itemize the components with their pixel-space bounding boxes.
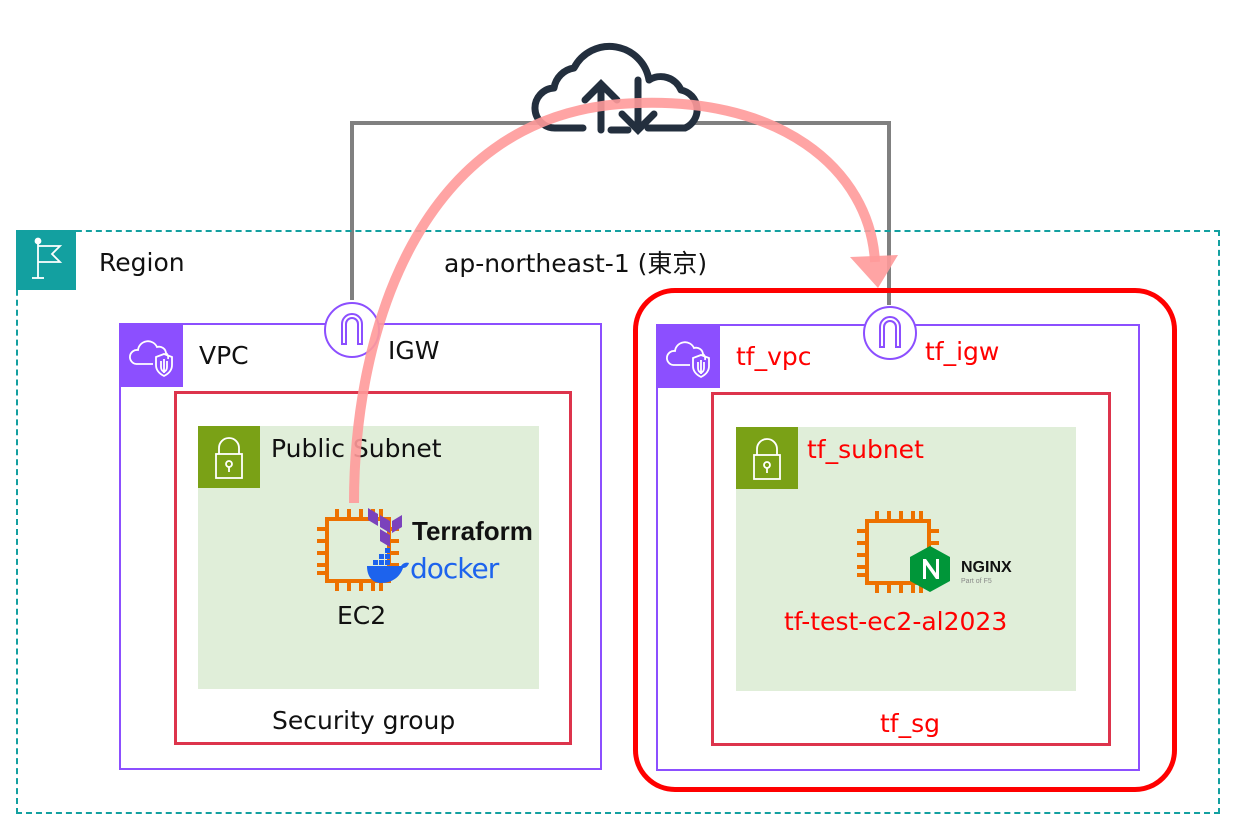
internet-gateway-icon (863, 306, 917, 360)
region-badge (16, 230, 76, 290)
nginx-label: NGINX (961, 559, 1012, 576)
tf-sg-label: tf_sg (880, 709, 940, 738)
tf-subnet-badge (736, 427, 798, 489)
vpc-label: VPC (199, 341, 249, 370)
lock-icon (753, 438, 781, 480)
security-group-label: Security group (272, 706, 456, 735)
lock-icon (215, 437, 243, 479)
region-label: Region (99, 248, 185, 277)
terraform-logo-icon (368, 508, 402, 547)
tf-security-group-container (711, 392, 1111, 746)
vpc-cloud-shield-icon (666, 341, 710, 379)
tf-igw-label: tf_igw (925, 337, 1000, 366)
tf-vpc-badge (657, 325, 720, 388)
flag-icon (32, 237, 63, 279)
docker-logo-icon (367, 548, 409, 583)
nginx-subtitle: Part of F5 (961, 578, 992, 585)
tf-vpc-label: tf_vpc (736, 342, 812, 371)
region-container (16, 230, 1220, 814)
vpc-badge (120, 324, 183, 387)
security-group-container (174, 391, 572, 745)
subnet-badge (198, 426, 260, 488)
vpc-cloud-shield-icon (129, 340, 173, 378)
terraform-managed-highlight (633, 288, 1177, 792)
tf-ec2-label: tf-test-ec2-al2023 (784, 607, 1008, 636)
tf-subnet-label: tf_subnet (807, 435, 924, 464)
region-name: ap-northeast-1 (東京) (444, 249, 708, 278)
docker-label: docker (410, 552, 499, 585)
igw-label: IGW (388, 336, 440, 365)
terraform-label: Terraform (412, 516, 533, 546)
nginx-logo-icon (910, 546, 950, 592)
ec2-label: EC2 (337, 601, 387, 630)
